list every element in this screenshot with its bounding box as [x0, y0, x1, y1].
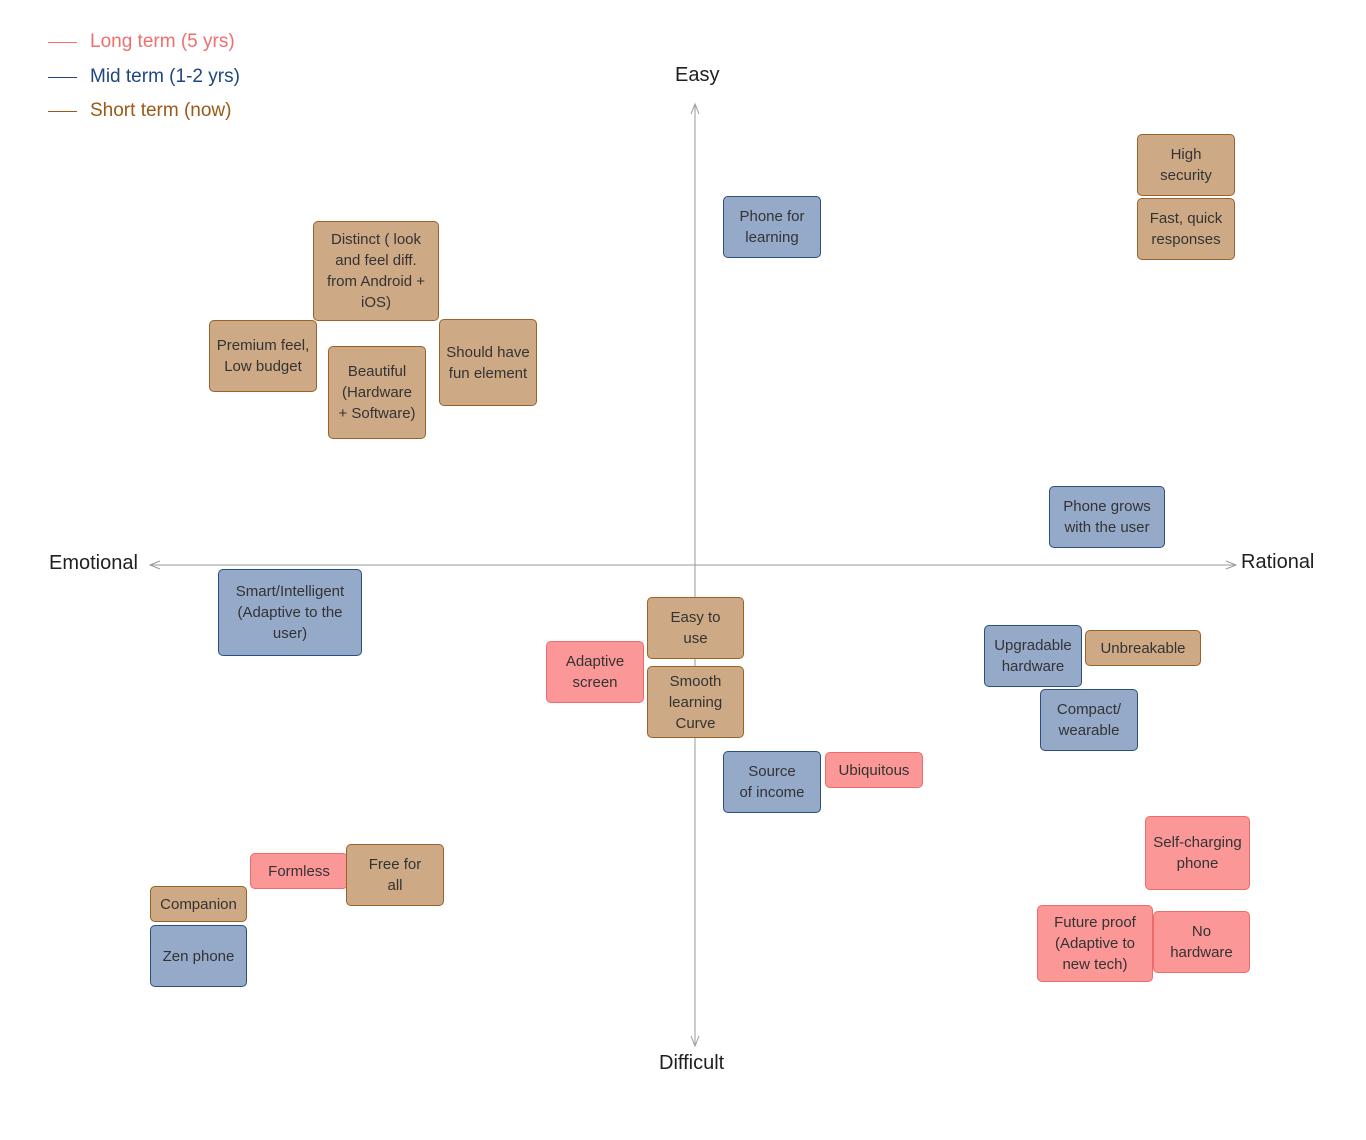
vertical-axis-arrow-down	[690, 1035, 700, 1048]
legend-swatch-short-term	[48, 110, 77, 112]
note-beautiful[interactable]: Beautiful (Hardware + Software)	[328, 346, 426, 439]
legend-item-short-term: Short term (now)	[48, 100, 231, 122]
horizontal-axis-arrow-right	[1225, 560, 1238, 570]
note-zen-phone[interactable]: Zen phone	[150, 925, 247, 987]
note-premium-feel[interactable]: Premium feel, Low budget	[209, 320, 317, 392]
note-phone-grows[interactable]: Phone grows with the user	[1049, 486, 1165, 548]
note-compact-wearable[interactable]: Compact/ wearable	[1040, 689, 1138, 751]
axis-label-rational: Rational	[1241, 551, 1315, 573]
horizontal-axis-arrow-left	[148, 560, 161, 570]
note-source-of-income[interactable]: Source of income	[723, 751, 821, 813]
note-upgradable-hardware[interactable]: Upgradable hardware	[984, 625, 1082, 687]
note-phone-for-learning[interactable]: Phone for learning	[723, 196, 821, 258]
note-ubiquitous[interactable]: Ubiquitous	[825, 752, 923, 788]
note-high-security[interactable]: High security	[1137, 134, 1235, 196]
axis-label-easy: Easy	[675, 64, 720, 86]
vertical-axis-arrow-up	[690, 102, 700, 115]
note-future-proof[interactable]: Future proof (Adaptive to new tech)	[1037, 905, 1153, 982]
legend-item-long-term: Long term (5 yrs)	[48, 31, 235, 53]
legend-label-mid-term: Mid term (1-2 yrs)	[90, 66, 240, 87]
note-easy-to-use[interactable]: Easy to use	[647, 597, 744, 659]
note-free-for-all[interactable]: Free for all	[346, 844, 444, 906]
note-distinct[interactable]: Distinct ( look and feel diff. from Andr…	[313, 221, 439, 321]
note-adaptive-screen[interactable]: Adaptive screen	[546, 641, 644, 703]
note-smooth-learning-curve[interactable]: Smooth learning Curve	[647, 666, 744, 738]
note-fast-quick-responses[interactable]: Fast, quick responses	[1137, 198, 1235, 260]
legend-item-mid-term: Mid term (1-2 yrs)	[48, 66, 240, 88]
legend-label-long-term: Long term (5 yrs)	[90, 31, 235, 52]
legend-label-short-term: Short term (now)	[90, 100, 232, 121]
note-no-hardware[interactable]: No hardware	[1153, 911, 1250, 973]
note-unbreakable[interactable]: Unbreakable	[1085, 630, 1201, 666]
note-formless[interactable]: Formless	[250, 853, 348, 889]
axis-label-difficult: Difficult	[659, 1052, 725, 1074]
legend-swatch-mid-term	[48, 76, 77, 78]
note-smart-intelligent[interactable]: Smart/Intelligent (Adaptive to the user)	[218, 569, 362, 656]
legend-swatch-long-term	[48, 41, 77, 43]
note-self-charging[interactable]: Self-charging phone	[1145, 816, 1250, 890]
note-fun-element[interactable]: Should have fun element	[439, 319, 537, 406]
axis-label-emotional: Emotional	[49, 552, 138, 574]
note-companion[interactable]: Companion	[150, 886, 247, 922]
